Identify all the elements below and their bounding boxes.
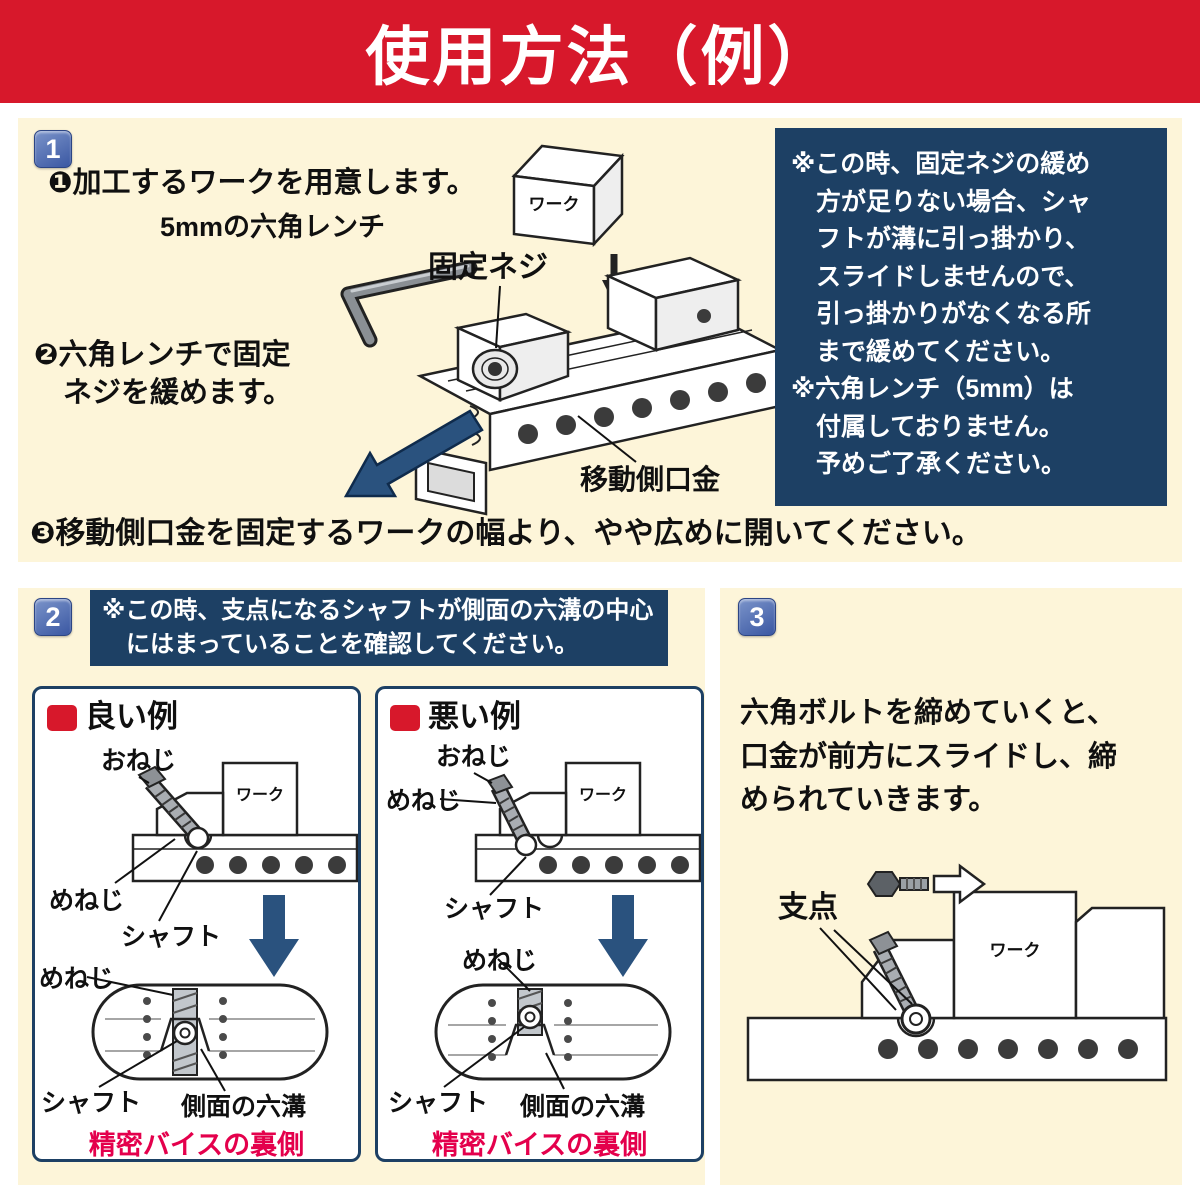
work-block-drawing <box>952 890 1078 1020</box>
bad-example-box: 悪い例 おねじ めねじ ワーク シャフト めねじ シャフト 側面の六溝 精密バイ… <box>375 686 704 1162</box>
bad-example-caption: 精密バイスの裏側 <box>431 1130 648 1160</box>
hex-bolt-icon <box>866 871 929 897</box>
caution-paragraph-2: ※六角レンチ（5mm）は 付属しておりません。 予めご了承ください。 <box>791 375 1074 478</box>
step2-panel: 2 ※この時、支点になるシャフトが側面の六溝の中心 にはまっていることを確認して… <box>18 588 705 1185</box>
bad-backside-drawing <box>434 983 672 1081</box>
slide-slot-drawing <box>414 446 488 516</box>
fixing-screw-label: 固定ネジ <box>428 251 548 284</box>
step2-instruction: ❷六角レンチで固定 ネジを緩めます。 <box>34 339 293 410</box>
step3-instruction: ❸移動側口金を固定するワークの幅より、やや広めに開いてください。 <box>30 517 982 550</box>
good-work-label: ワーク <box>235 787 284 804</box>
caution-note-box: ※この時、固定ネジの緩め 方が足りない場合、シャ フトが溝に引っ掛かり、 スライ… <box>775 128 1167 506</box>
bad-example-title: 悪い例 <box>428 699 521 734</box>
bad-female-screw2-label: めねじ <box>462 947 538 975</box>
caution-paragraph-1: ※この時、固定ネジの緩め 方が足りない場合、シャ フトが溝に引っ掛かり、 スライ… <box>791 150 1092 366</box>
page-title: 使用方法（例） <box>365 20 835 93</box>
bad-example-illustration <box>434 761 701 1090</box>
fixing-screw-drawing <box>471 348 519 390</box>
tightening-illustration <box>746 863 1168 1082</box>
work-label-side: ワーク <box>989 941 1041 960</box>
step2-note: ※この時、支点になるシャフトが側面の六溝の中心 にはまっていることを確認してくだ… <box>90 590 668 666</box>
bad-side-groove-label: 側面の六溝 <box>520 1093 646 1121</box>
right-arrow-icon <box>932 863 987 905</box>
hex-wrench-icon <box>340 260 478 348</box>
fixed-jaw-side-drawing <box>1074 906 1166 1020</box>
work-label: ワーク <box>528 195 580 214</box>
good-screw-drawing <box>137 765 202 839</box>
fulcrum-label: 支点 <box>778 891 838 924</box>
fixed-jaw-drawing <box>604 256 742 352</box>
step1-number-badge: 1 <box>34 130 72 168</box>
bad-shaft-label: シャフト <box>444 895 545 923</box>
good-example-box: 良い例 おねじ ワーク めねじ シャフト めねじ シャフト 側面の六溝 精密バイ… <box>32 686 361 1162</box>
step3-description: 六角ボルトを締めていくと、 口金が前方にスライドし、締 められていきます。 <box>740 697 1118 816</box>
good-female-screw2-label: めねじ <box>39 965 115 993</box>
good-male-screw-label: おねじ <box>101 747 177 775</box>
slide-arrow-icon <box>343 409 484 498</box>
title-banner: 使用方法（例） <box>0 0 1200 103</box>
callout-fixing-screw <box>495 285 501 349</box>
step2-number-badge: 2 <box>34 598 72 636</box>
callout-movable-jaw <box>577 415 637 463</box>
good-example-bullet-icon <box>47 705 77 731</box>
wrench-label: 5mmの六角レンチ <box>160 212 386 242</box>
bad-down-arrow-icon <box>598 895 648 977</box>
good-example-title: 良い例 <box>85 699 178 734</box>
fulcrum-screw-drawing <box>868 930 936 1038</box>
bad-example-bullet-icon <box>390 705 420 731</box>
step1-instruction: ❶加工するワークを用意します。 <box>48 167 476 199</box>
bad-female-screw-label: めねじ <box>386 787 462 815</box>
good-example-illustration <box>86 761 358 1092</box>
good-female-screw-label: めねじ <box>49 887 125 915</box>
good-side-groove-label: 側面の六溝 <box>181 1093 307 1121</box>
good-example-caption: 精密バイスの裏側 <box>88 1130 305 1160</box>
good-shaft2-label: シャフト <box>41 1089 142 1117</box>
bad-shaft2-label: シャフト <box>388 1089 489 1117</box>
step3-number-badge: 3 <box>738 598 776 636</box>
work-cube-drawing <box>511 144 625 248</box>
side-base-drawing <box>746 1016 1168 1082</box>
good-shaft-label: シャフト <box>121 923 222 951</box>
movable-jaw-label: 移動側口金 <box>580 464 721 495</box>
good-down-arrow-icon <box>249 895 299 977</box>
step3-panel: 3 六角ボルトを締めていくと、 口金が前方にスライドし、締 められていきます。 … <box>720 588 1182 1185</box>
bad-male-screw-label: おねじ <box>436 743 512 771</box>
bad-work-label: ワーク <box>578 787 627 804</box>
